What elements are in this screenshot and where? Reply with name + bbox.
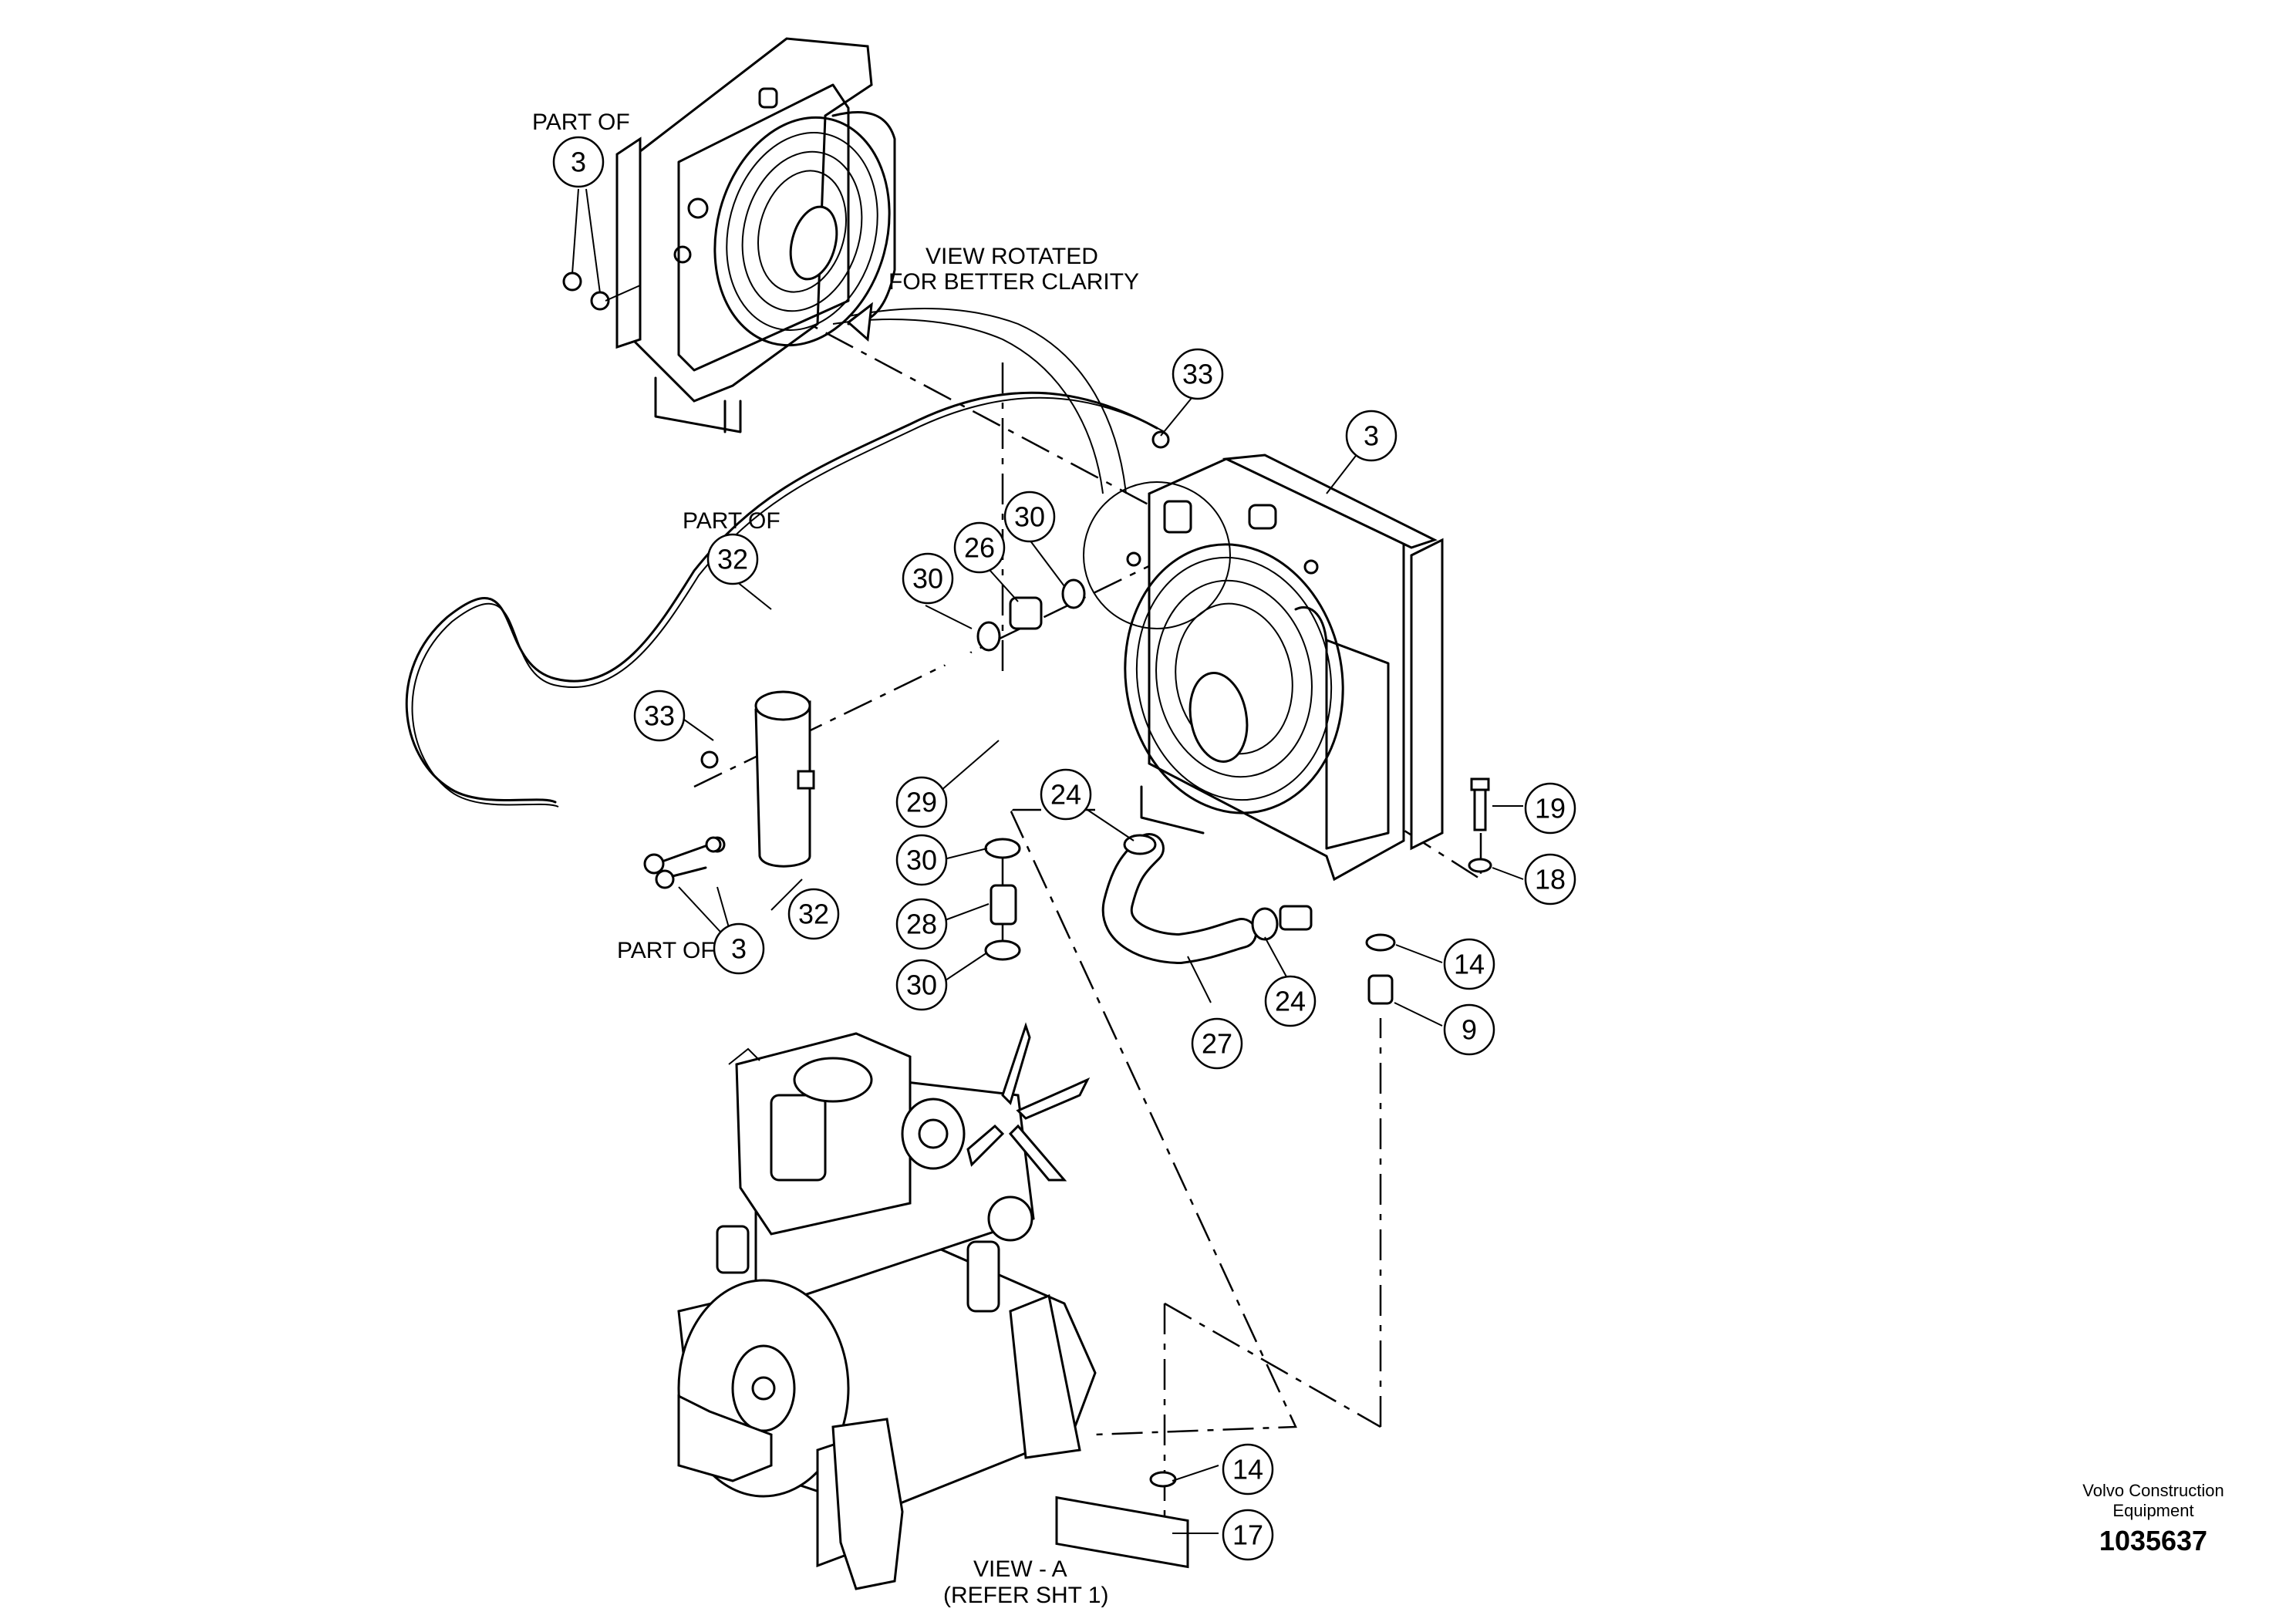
callout-3-bottom[interactable]: 3: [713, 922, 765, 975]
brand-line2: Equipment: [2112, 1501, 2193, 1520]
part-of-note: PART OF: [683, 508, 781, 534]
svg-text:32: 32: [717, 544, 748, 575]
overflow-tube-icon: [405, 391, 1170, 808]
engine-assembly-icon: [677, 1022, 1189, 1590]
svg-text:3: 3: [1364, 420, 1379, 452]
svg-text:19: 19: [1535, 793, 1566, 824]
bolt-icon: [1470, 777, 1490, 831]
mount-rubber-icon: [1154, 974, 1394, 1540]
callout-17[interactable]: 17: [1222, 1509, 1274, 1561]
callout-28[interactable]: 28: [895, 898, 948, 950]
radiator-fan-assembly-icon: [1124, 454, 1444, 882]
callout-26[interactable]: 26: [953, 521, 1006, 574]
svg-text:30: 30: [906, 845, 937, 876]
svg-text:30: 30: [912, 563, 943, 595]
callout-24-b[interactable]: 24: [1264, 975, 1317, 1027]
hose-lower-icon: [1101, 833, 1313, 965]
callout-33-left[interactable]: 33: [633, 690, 686, 742]
svg-text:30: 30: [906, 969, 937, 1001]
callout-27[interactable]: 27: [1191, 1017, 1243, 1070]
drawing-number: 1035637: [2099, 1525, 2207, 1556]
svg-text:32: 32: [798, 899, 829, 930]
callout-29[interactable]: 29: [895, 776, 948, 828]
svg-text:29: 29: [906, 787, 937, 818]
callouts: 3 33 3 32 30 26 30 33 29 24 30 28 30 32 …: [552, 136, 1576, 1561]
callout-19[interactable]: 19: [1524, 782, 1576, 835]
callout-30-b[interactable]: 30: [902, 552, 954, 605]
callout-3-top[interactable]: 3: [552, 136, 605, 188]
rotation-arrow-icon: [832, 302, 1231, 629]
hose-clamp-icon: [976, 578, 1086, 961]
view-a-note-line2: (REFER SHT 1): [943, 1583, 1108, 1608]
callout-14-b[interactable]: 14: [1222, 1443, 1274, 1496]
part-of-note: PART OF: [617, 938, 715, 963]
part-of-note: PART OF: [532, 110, 630, 135]
callout-9[interactable]: 9: [1443, 1003, 1495, 1056]
svg-text:28: 28: [906, 909, 937, 940]
svg-text:26: 26: [964, 532, 995, 564]
svg-text:30: 30: [1014, 501, 1045, 533]
callout-32-tank[interactable]: 32: [787, 888, 840, 940]
svg-text:14: 14: [1454, 949, 1485, 980]
brand-line1: Volvo Construction: [2082, 1481, 2224, 1500]
svg-text:27: 27: [1202, 1028, 1232, 1060]
svg-text:9: 9: [1462, 1014, 1477, 1046]
hose-upper-icon: [919, 582, 1015, 814]
callout-18[interactable]: 18: [1524, 853, 1576, 905]
svg-text:33: 33: [644, 700, 675, 732]
callout-30-d[interactable]: 30: [895, 959, 948, 1011]
callout-32-partof[interactable]: 32: [706, 533, 759, 585]
callout-24-a[interactable]: 24: [1040, 768, 1092, 821]
svg-text:3: 3: [731, 933, 747, 965]
svg-text:24: 24: [1050, 779, 1081, 811]
view-rotated-note-line2: FOR BETTER CLARITY: [888, 269, 1139, 295]
svg-text:14: 14: [1232, 1454, 1263, 1485]
callout-30-c[interactable]: 30: [895, 834, 948, 886]
bolt-left-icon: [655, 836, 722, 889]
notes: PART OF VIEW ROTATED FOR BETTER CLARITY …: [532, 110, 1139, 1608]
svg-text:17: 17: [1232, 1519, 1263, 1551]
svg-text:33: 33: [1182, 359, 1213, 390]
brand-block: Volvo Construction Equipment 1035637: [2082, 1481, 2224, 1556]
callout-30-a[interactable]: 30: [1003, 491, 1056, 543]
callout-33-top[interactable]: 33: [1172, 348, 1224, 400]
callout-14-a[interactable]: 14: [1443, 938, 1495, 990]
svg-text:18: 18: [1535, 864, 1566, 895]
svg-text:24: 24: [1275, 986, 1306, 1017]
view-a-note-line1: VIEW - A: [973, 1556, 1067, 1582]
hose-connector-icon: [990, 596, 1043, 926]
callout-3-right[interactable]: 3: [1345, 410, 1397, 462]
view-rotated-note-line1: VIEW ROTATED: [925, 244, 1098, 269]
leader-lines: [571, 188, 1524, 1534]
svg-text:3: 3: [571, 147, 586, 178]
radiator-fan-assembly-icon: [615, 37, 896, 433]
expansion-tank-icon: [643, 690, 815, 875]
